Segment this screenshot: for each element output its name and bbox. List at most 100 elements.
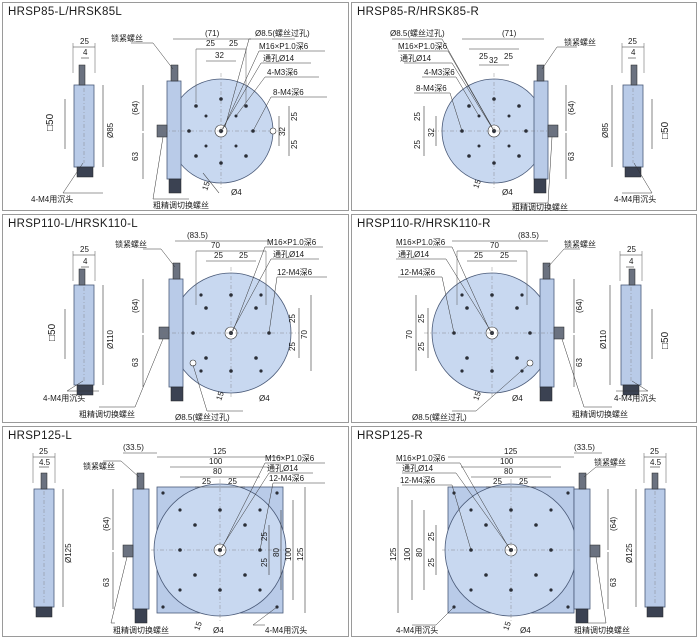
label-mount: 4-M4用沉头	[31, 194, 73, 204]
label-mount: 4-M4用沉头	[614, 194, 656, 204]
micrometer	[170, 386, 184, 402]
dim-25b: 25	[239, 251, 248, 260]
dim-overall: (83.5)	[187, 231, 208, 240]
label-fine-adjust: 粗精调切换螺丝	[572, 409, 628, 419]
dim-v125: 125	[389, 547, 398, 561]
dim-15: 15	[471, 390, 483, 402]
dim-15: 15	[192, 620, 204, 632]
dim-v25: 25	[290, 112, 299, 121]
dim-v100: 100	[284, 547, 293, 561]
dim-70: 70	[211, 241, 220, 250]
dim-width: 25	[80, 37, 89, 46]
label-thru-14: 通孔Ø14	[267, 463, 299, 473]
front-view: (71) 25 25 32 Ø8.5(螺丝过孔) M16×P1.0深6 通孔Ø1…	[390, 28, 596, 212]
front-view: (83.5) 70 25 25 M16×P1.0深6 通孔Ø14 12-M4深6…	[79, 231, 327, 422]
micrometer	[533, 178, 547, 194]
label-m16: M16×P1.0深6	[396, 454, 446, 463]
label-thru-14: 通孔Ø14	[263, 53, 295, 63]
side-view: 25 4 Ø110 □50 4-M4用沉头	[599, 245, 671, 403]
dim-width: 25	[628, 37, 637, 46]
dim-offset: 4.5	[650, 458, 662, 467]
label-m16: M16×P1.0深6	[398, 42, 448, 51]
dim-overall: (33.5)	[574, 443, 595, 452]
label-lock-screw: 锁紧螺丝	[594, 457, 626, 467]
label-m4: 8-M4深6	[416, 84, 447, 93]
dim-width: 25	[80, 245, 89, 254]
label-lock-screw: 锁紧螺丝	[564, 37, 596, 47]
side-base	[35, 606, 53, 618]
dim-offset: 4	[629, 257, 634, 266]
label-m4: 12-M4深6	[277, 268, 313, 277]
dim-25a: 25	[202, 477, 211, 486]
label-m3: 4-M3深6	[424, 68, 455, 77]
panel-title: HRSP125-L	[8, 430, 73, 442]
dim-offset: 4	[83, 48, 88, 57]
dim-diameter: Ø125	[625, 543, 634, 563]
adjust-screw	[589, 544, 601, 558]
side-view: 25 4.5 Ø125	[625, 447, 667, 618]
dim-overall: (71)	[205, 29, 220, 38]
dim-height-63: 63	[575, 358, 584, 367]
drawing-hrsp125-r: 125 (33.5) 100 80 25 25 M16×P1.0深6 通孔Ø14…	[389, 443, 667, 635]
dim-offset: 4.5	[39, 458, 51, 467]
side-view: 25 4 □50 Ø110 4-M4用沉头	[43, 245, 115, 403]
panel-title: HRSP85-L/HRSK85L	[8, 6, 123, 18]
adjust-screw	[553, 326, 565, 340]
micrometer	[539, 386, 553, 402]
micrometer	[168, 178, 182, 194]
front-view: (71) 25 25 32 Ø8.5(螺丝过孔) M16×P1.0深6 通孔Ø1…	[111, 28, 327, 210]
dim-25b: 25	[504, 52, 513, 61]
panel-hrsp125-r: HRSP125-R 125	[351, 426, 697, 637]
dim-100: 100	[500, 457, 514, 466]
dim-height-64: (64)	[102, 516, 111, 531]
front-view: (33.5) 125 100 80 25 25 M16×P1.0深6 通孔Ø14…	[83, 443, 325, 635]
dim-pin: Ø4	[512, 394, 523, 403]
dim-125: 125	[504, 447, 518, 456]
adjust-screw	[547, 124, 559, 138]
adjust-screw	[122, 544, 134, 558]
dim-v100: 100	[403, 547, 412, 561]
dim-width: 25	[39, 447, 48, 456]
dim-125: 125	[213, 447, 227, 456]
front-view: (83.5) 70 25 25 M16×P1.0深6 通孔Ø14 12-M4深6…	[396, 231, 628, 422]
dim-80: 80	[213, 467, 222, 476]
dim-pin: Ø4	[259, 394, 270, 403]
side-view: 25 4 Ø85 □50 4-M4用沉头	[601, 37, 671, 204]
lock-knob-side	[628, 268, 636, 286]
dim-80: 80	[504, 467, 513, 476]
panel-title: HRSP110-R/HRSK110-R	[357, 218, 491, 230]
dim-v25b: 25	[427, 558, 436, 567]
dim-25a: 25	[479, 52, 488, 61]
drawing-hrsp85-r: (71) 25 25 32 Ø8.5(螺丝过孔) M16×P1.0深6 通孔Ø1…	[390, 28, 671, 212]
dim-v25: 25	[417, 314, 426, 323]
dim-v70: 70	[405, 330, 414, 339]
label-m16: M16×P1.0深6	[259, 42, 309, 51]
lock-screw	[536, 64, 545, 82]
thread-holes	[452, 293, 532, 373]
dim-v25b: 25	[288, 342, 297, 351]
label-fine-adjust: 粗精调切换螺丝	[79, 409, 135, 419]
side-view: 25 4 □50 Ø85 4-M4用沉头	[31, 37, 115, 204]
dim-70: 70	[490, 241, 499, 250]
label-thru-hole-85: Ø8.5(螺丝过孔)	[175, 412, 230, 422]
drawing-hrsp110-l: 25 4 □50 Ø110 4-M4用沉头	[43, 231, 327, 422]
label-m3: 4-M3深6	[267, 68, 298, 77]
side-base	[624, 166, 642, 178]
label-m4: 12-M4深6	[269, 474, 305, 483]
dim-25b: 25	[519, 477, 528, 486]
dim-diameter: Ø110	[599, 329, 608, 349]
dim-height-63: 63	[131, 152, 140, 161]
dim-overall: (83.5)	[518, 231, 539, 240]
label-fine-adjust: 粗精调切换螺丝	[113, 625, 169, 635]
side-bracket	[573, 488, 591, 610]
dim-square: □50	[660, 331, 671, 349]
micrometer	[575, 608, 589, 624]
dim-32: 32	[489, 56, 498, 65]
label-thru-14: 通孔Ø14	[400, 53, 432, 63]
drawing-hrsp125-l: 25 4.5 Ø125	[32, 443, 325, 635]
dim-v25b: 25	[290, 140, 299, 149]
dim-15: 15	[200, 180, 212, 192]
micrometer	[134, 608, 148, 624]
dim-v25: 25	[260, 532, 269, 541]
dim-v25b: 25	[413, 140, 422, 149]
